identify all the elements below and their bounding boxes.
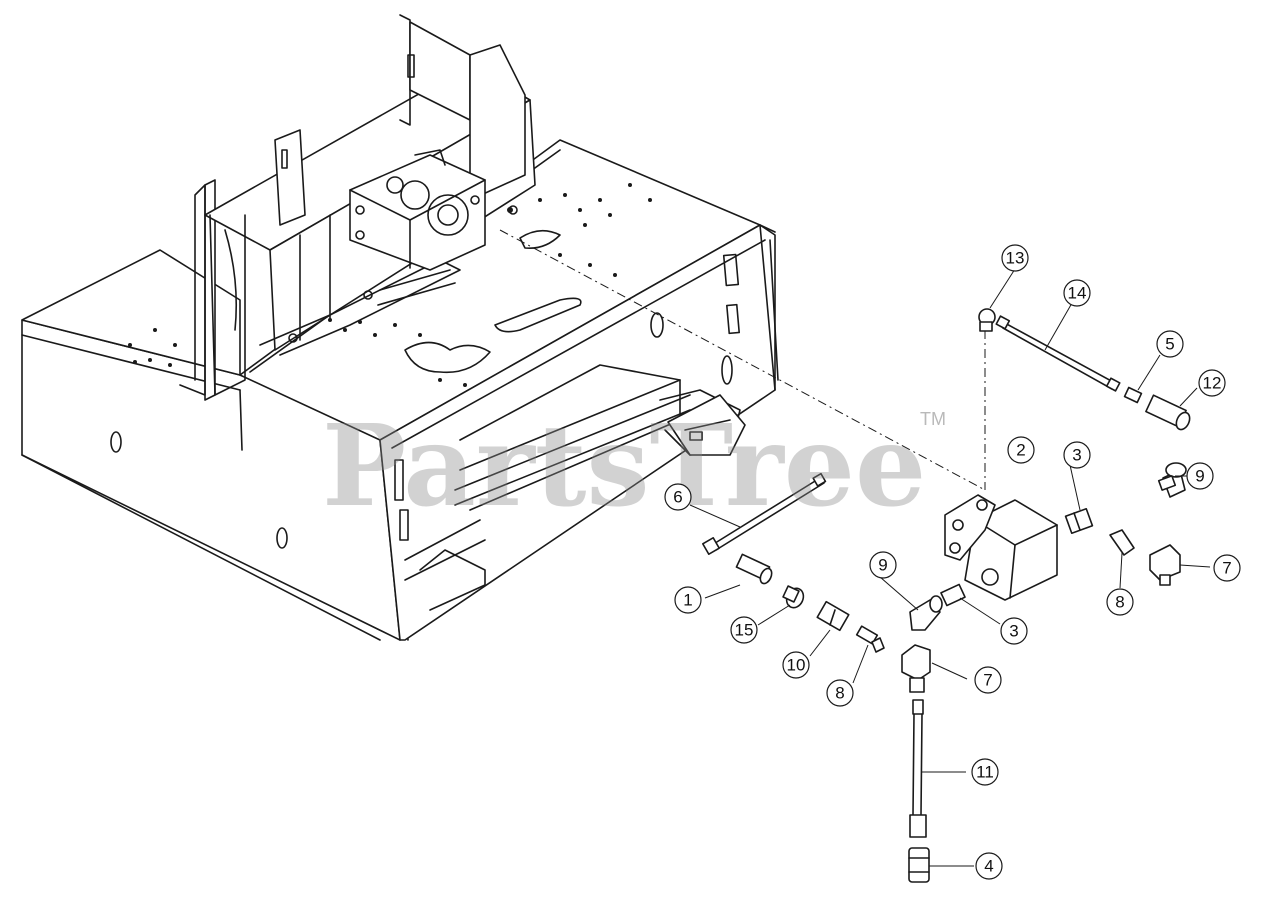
- chassis-frame: [21, 14, 779, 641]
- rod: [702, 472, 827, 555]
- bushing: [782, 585, 805, 609]
- adapter-lower: [940, 583, 966, 607]
- callout-6: 6: [664, 483, 692, 511]
- callout-7-lower: 7: [974, 666, 1002, 694]
- callout-label: 11: [976, 763, 994, 782]
- callout-label: 13: [1006, 249, 1025, 268]
- watermark-trademark: TM: [920, 409, 946, 429]
- callout-10: 10: [782, 651, 810, 679]
- callout-label: 10: [787, 656, 806, 675]
- callout-14: 14: [1063, 279, 1091, 307]
- callout-label: 4: [984, 857, 993, 876]
- callout-11: 11: [971, 758, 999, 786]
- hydraulic-tube: [909, 699, 927, 838]
- leader-lines: [689, 268, 1211, 867]
- callout-12: 12: [1198, 369, 1226, 397]
- callout-8-lower: 8: [826, 679, 854, 707]
- callout-label: 15: [735, 621, 754, 640]
- callout-label: 2: [1016, 441, 1025, 460]
- callout-9-upper: 9: [1186, 462, 1214, 490]
- callout-7-right: 7: [1213, 554, 1241, 582]
- rear-hitch: [667, 394, 746, 456]
- callout-label: 7: [983, 671, 992, 690]
- callout-label: 8: [835, 684, 844, 703]
- callout-label: 8: [1115, 593, 1124, 612]
- callout-label: 14: [1068, 284, 1087, 303]
- elbow-90-upper: [1157, 462, 1187, 498]
- callout-label: 9: [878, 556, 887, 575]
- callout-3-lower: 3: [1000, 617, 1028, 645]
- callout-2: 2: [1007, 436, 1035, 464]
- callout-label: 9: [1195, 467, 1204, 486]
- callout-label: 6: [673, 488, 682, 507]
- valve-block: [944, 494, 1058, 601]
- tee-right: [1149, 544, 1181, 586]
- elbow-90-lower: [909, 595, 943, 631]
- gearbox: [349, 149, 486, 271]
- callout-label: 5: [1165, 335, 1174, 354]
- callout-label: 1: [683, 591, 692, 610]
- callout-1: 1: [674, 586, 702, 614]
- watermark-brand: PartsTree: [322, 401, 926, 532]
- callout-label: 7: [1222, 559, 1231, 578]
- callout-4: 4: [975, 852, 1003, 880]
- banjo-fitting: [978, 308, 996, 332]
- hose-end-fitting: [908, 847, 930, 883]
- coupler: [1145, 394, 1191, 431]
- hydraulic-parts: [702, 308, 1191, 883]
- callout-label: 3: [1072, 446, 1081, 465]
- callouts: 1 2 3 3 4 5 6 7: [664, 244, 1241, 880]
- union: [816, 600, 850, 632]
- callout-9-lower: 9: [869, 551, 897, 579]
- tee-lower: [901, 644, 931, 693]
- callout-5: 5: [1156, 330, 1184, 358]
- callout-label: 3: [1009, 622, 1018, 641]
- center-lines: [499, 229, 986, 491]
- callout-13: 13: [1001, 244, 1029, 272]
- nipple: [1123, 386, 1143, 404]
- adapter-upper: [1064, 507, 1094, 535]
- callout-3-upper: 3: [1063, 441, 1091, 469]
- upper-tube: [995, 315, 1121, 392]
- callout-8-right: 8: [1106, 588, 1134, 616]
- elbow-lower: [855, 625, 885, 653]
- fitting-1: [735, 553, 773, 585]
- callout-label: 12: [1203, 374, 1222, 393]
- callout-15: 15: [730, 616, 758, 644]
- elbow-right: [1109, 529, 1135, 556]
- watermark: PartsTree TM: [322, 401, 946, 532]
